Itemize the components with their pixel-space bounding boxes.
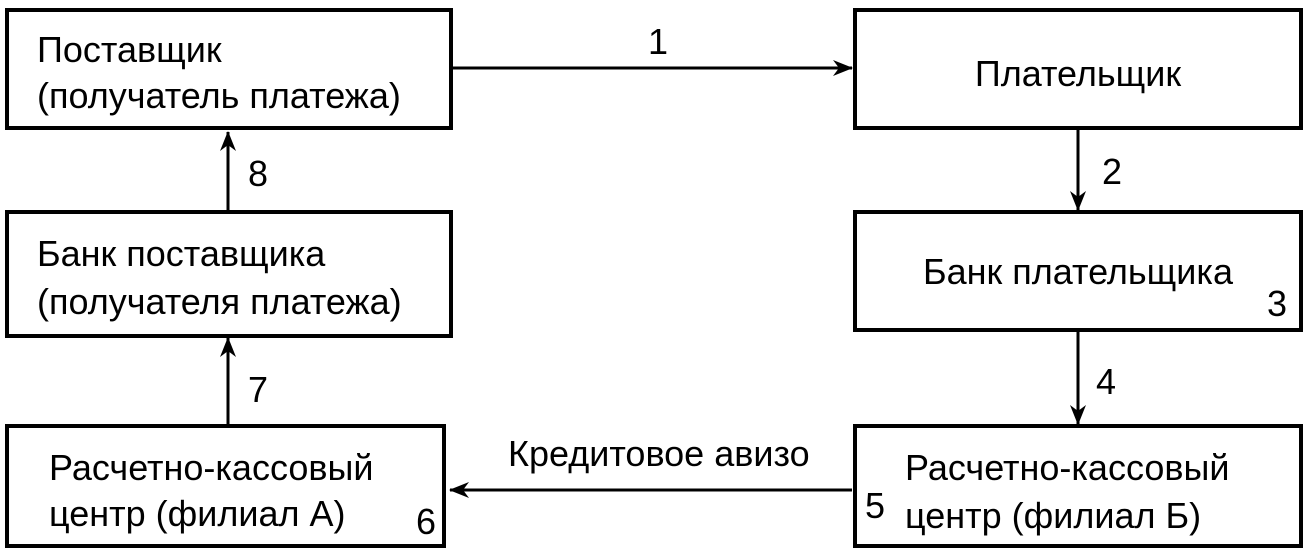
supplier-box: Поставщик (получатель платежа) bbox=[5, 8, 453, 130]
rkc-a-box: Расчетно-кассовый центр (филиал А) 6 bbox=[5, 424, 446, 548]
credit-advice-label: Кредитовое авизо bbox=[508, 433, 810, 474]
arrow-2-label: 2 bbox=[1102, 151, 1123, 192]
supplier-subtitle: (получатель платежа) bbox=[37, 75, 401, 116]
rkc-a-title: Расчетно-кассовый bbox=[49, 447, 374, 488]
supplier-bank-title: Банк поставщика bbox=[37, 233, 326, 274]
arrow-7-label: 7 bbox=[248, 369, 269, 410]
rkc-b-title: Расчетно-кассовый bbox=[905, 447, 1230, 488]
arrow-8-label: 8 bbox=[248, 153, 269, 194]
supplier-title: Поставщик bbox=[37, 29, 222, 70]
rkc-a-number: 6 bbox=[415, 501, 436, 542]
arrow-1-label: 1 bbox=[648, 21, 669, 62]
supplier-bank-subtitle: (получателя платежа) bbox=[37, 281, 402, 322]
payer-bank-number: 3 bbox=[1266, 283, 1287, 324]
rkc-b-subtitle: центр (филиал Б) bbox=[905, 495, 1202, 536]
arrow-4-label: 4 bbox=[1096, 361, 1117, 402]
supplier-bank-box: Банк поставщика (получателя платежа) bbox=[5, 210, 453, 338]
payer-bank-box: Банк плательщика 3 bbox=[853, 210, 1303, 332]
rkc-b-box: Расчетно-кассовый центр (филиал Б) 5 bbox=[853, 424, 1303, 548]
payer-box: Плательщик bbox=[853, 8, 1303, 130]
payer-title: Плательщик bbox=[974, 53, 1182, 94]
rkc-b-number: 5 bbox=[865, 485, 886, 526]
rkc-a-subtitle: центр (филиал А) bbox=[49, 493, 346, 534]
payer-bank-title: Банк плательщика bbox=[923, 251, 1233, 292]
